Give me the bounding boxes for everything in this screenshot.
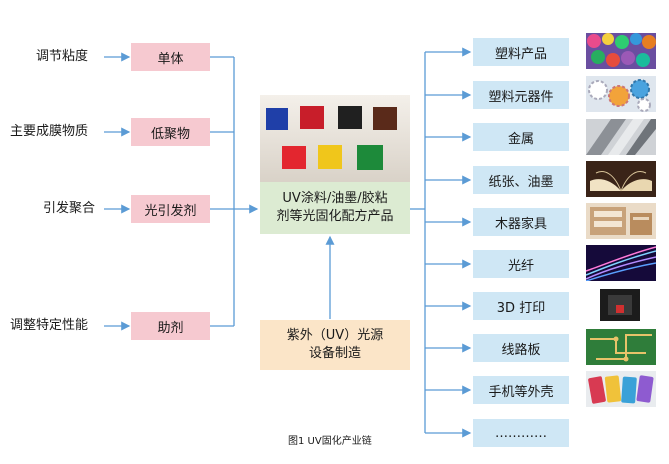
component-photoinitiator: 光引发剂 bbox=[131, 195, 210, 223]
optical-fiber-image bbox=[586, 245, 656, 281]
component-monomer: 单体 bbox=[131, 43, 210, 71]
product-box: UV涂料/油墨/胶粘 剂等光固化配方产品 bbox=[260, 182, 410, 234]
application-plastic-products: 塑料产品 bbox=[473, 38, 569, 66]
wood-furniture-image bbox=[586, 203, 656, 239]
circuit-board-image bbox=[586, 329, 656, 365]
application-optical-fiber: 光纤 bbox=[473, 250, 569, 278]
application-wood-furniture: 木器家具 bbox=[473, 208, 569, 236]
application-more: ………… bbox=[473, 419, 569, 447]
application-plastic-components: 塑料元器件 bbox=[473, 81, 569, 109]
3d-printer-image bbox=[586, 287, 656, 323]
label-film-forming: 主要成膜物质 bbox=[10, 124, 89, 139]
component-oligomer: 低聚物 bbox=[131, 118, 210, 146]
book-image bbox=[586, 161, 656, 197]
equipment-line2: 设备制造 bbox=[308, 346, 361, 361]
application-phone-shell: 手机等外壳 bbox=[473, 376, 569, 404]
figure-caption: 图1 UV固化产业链 bbox=[288, 436, 372, 447]
plastic-gears-image bbox=[586, 76, 656, 112]
equipment-line1: 紫外（UV）光源 bbox=[286, 328, 384, 343]
application-paper-ink: 纸张、油墨 bbox=[473, 166, 569, 194]
application-circuit-board: 线路板 bbox=[473, 334, 569, 362]
application-3d-printing: 3D 打印 bbox=[473, 292, 569, 320]
label-adjust-performance: 调整特定性能 bbox=[10, 318, 89, 333]
product-line2: 剂等光固化配方产品 bbox=[276, 209, 394, 224]
label-initiate-polymerization: 引发聚合 bbox=[43, 201, 96, 216]
metal-image bbox=[586, 119, 656, 155]
application-metal: 金属 bbox=[473, 123, 569, 151]
plastic-gems-image bbox=[586, 33, 656, 69]
phone-shell-image bbox=[586, 371, 656, 407]
equipment-box: 紫外（UV）光源 设备制造 bbox=[260, 320, 410, 370]
label-viscosity: 调节粘度 bbox=[36, 49, 89, 64]
product-line1: UV涂料/油墨/胶粘 bbox=[282, 191, 388, 206]
component-additive: 助剂 bbox=[131, 312, 210, 340]
uv-samples-image bbox=[260, 95, 410, 182]
